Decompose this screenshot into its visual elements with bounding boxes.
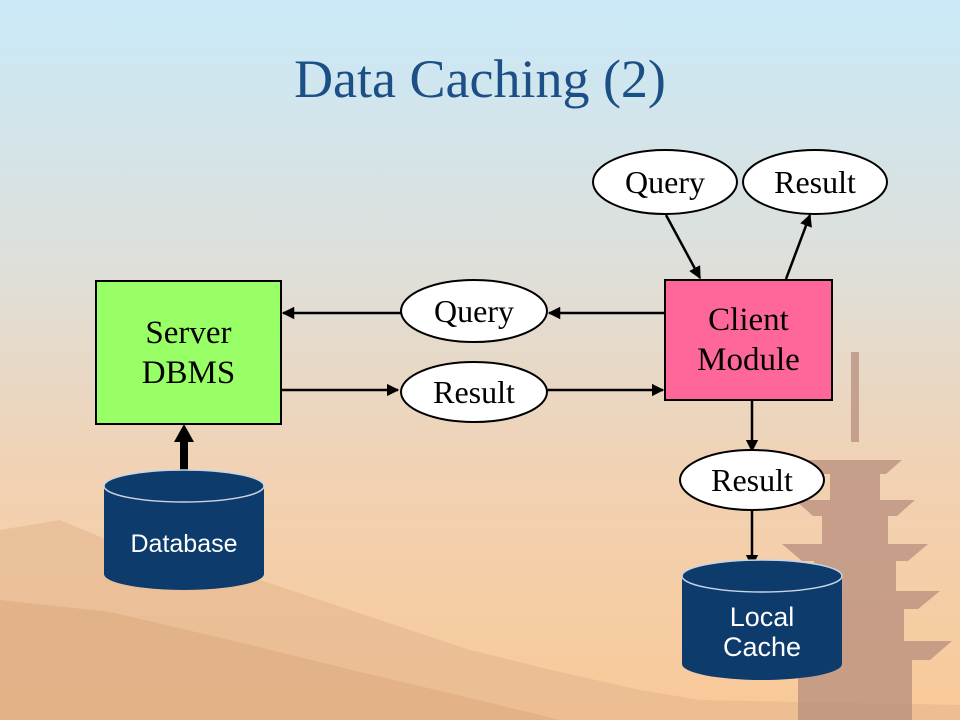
client-label-line1: Client [708, 302, 789, 338]
slide-title: Data Caching (2) [294, 49, 666, 109]
top-result-oval [742, 149, 888, 215]
lower-result-label: Result [711, 461, 793, 498]
client-label-line2: Module [697, 342, 800, 378]
hill-silhouette [0, 600, 560, 720]
server-dbms-box [95, 280, 282, 425]
top-query-oval [592, 149, 738, 215]
client-module-label: Client Module [665, 280, 832, 400]
local-cache-label: Local Cache [682, 600, 842, 664]
server-dbms-label: Server DBMS [96, 281, 281, 424]
middle-result-oval [400, 361, 548, 423]
local-cache-cylinder [681, 559, 843, 680]
local-cache-line2: Cache [722, 632, 802, 662]
local-cache-line1: Local [729, 602, 795, 632]
middle-query-label: Query [434, 292, 514, 329]
server-label-line2: DBMS [141, 354, 236, 391]
server-label-line1: Server [145, 314, 232, 351]
lower-result-oval [679, 449, 825, 511]
top-result-label: Result [774, 163, 856, 200]
client-to-top-result-arrow [784, 213, 812, 280]
database-label: Database [130, 529, 238, 558]
database-cylinder [103, 469, 265, 590]
client-module-box [664, 279, 833, 401]
middle-query-oval [400, 279, 548, 343]
top-query-to-client-arrow [664, 214, 702, 280]
database-to-server-arrow-head [174, 424, 194, 442]
database-to-server-arrow-shaft [180, 440, 188, 476]
top-query-label: Query [625, 163, 705, 200]
middle-result-label: Result [433, 373, 515, 410]
